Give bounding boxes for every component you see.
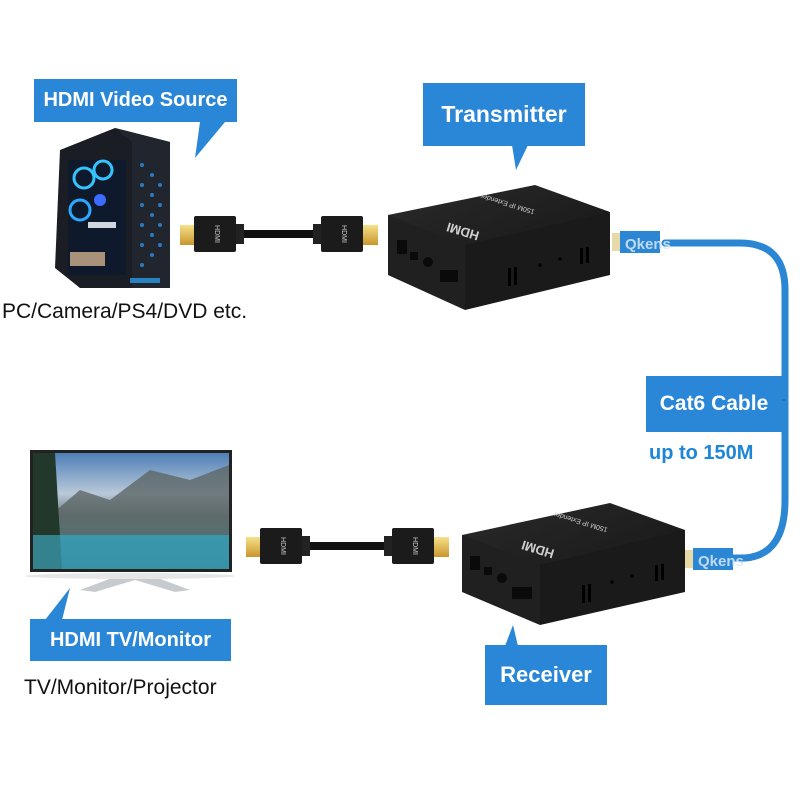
source-callout-label: HDMI Video Source [43, 89, 228, 111]
cable-callout: Cat6 Cable [646, 376, 782, 432]
hdmi-plug-label: HDMI [411, 537, 418, 555]
display-callout-label: HDMI TV/Monitor [49, 628, 212, 651]
pc-tower-image [55, 128, 170, 288]
hdmi-cable-top: HDMI HDMI [180, 216, 378, 252]
hdmi-plug-label: HDMI [213, 225, 220, 243]
source-caption: PC/Camera/PS4/DVD etc. [2, 300, 248, 323]
receiver-callout-label: Receiver [500, 662, 592, 687]
transmitter-callout-label: Transmitter [441, 101, 567, 127]
transmitter-callout-tail [512, 145, 528, 170]
source-callout: HDMI Video Source [34, 79, 237, 122]
display-callout: HDMI TV/Monitor [30, 619, 231, 661]
cable-brand-bottom: Qkens [698, 553, 744, 570]
tv-image [25, 450, 235, 592]
display-callout-tail [45, 588, 70, 620]
transmitter-device: HDMI 150M IP Extender [388, 185, 610, 310]
receiver-callout: Receiver [485, 645, 607, 705]
transmitter-callout: Transmitter [423, 83, 585, 146]
receiver-device: HDMI 150M IP Extender [462, 503, 685, 625]
rj45-plug-top [612, 231, 660, 253]
receiver-callout-tail [505, 625, 518, 646]
cable-brand-top: Qkens [625, 236, 671, 253]
hdmi-plug-label: HDMI [340, 225, 347, 243]
cat6-cable [661, 239, 789, 562]
cable-callout-label: Cat6 Cable [659, 392, 769, 415]
hdmi-plug-label: HDMI [279, 537, 286, 555]
source-callout-tail [195, 122, 225, 158]
hdmi-cable-bottom: HDMI HDMI [246, 528, 449, 564]
rj45-plug-bottom [685, 548, 733, 570]
cable-distance: up to 150M [649, 442, 754, 464]
display-caption: TV/Monitor/Projector [24, 676, 217, 699]
